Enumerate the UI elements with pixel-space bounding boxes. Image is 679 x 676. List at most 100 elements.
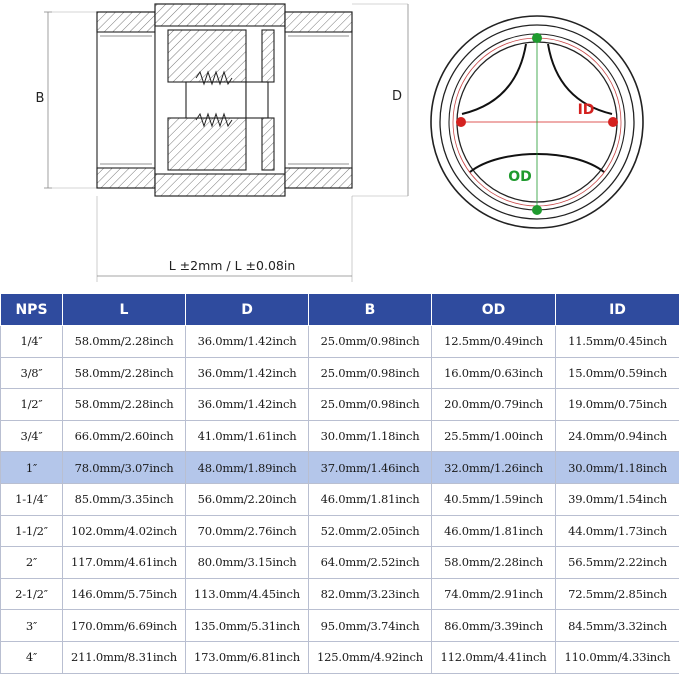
cell-od: 40.5mm/1.59inch — [431, 482, 556, 516]
cell-d: 135.0mm/5.31inch — [185, 609, 309, 642]
cell-od: 58.0mm/2.28inch — [431, 546, 556, 579]
cell-d: 173.0mm/6.81inch — [185, 640, 309, 674]
label-id: ID — [578, 102, 595, 118]
cell-d: 56.0mm/2.20inch — [185, 482, 309, 516]
cell-od: 32.0mm/1.26inch — [431, 451, 556, 484]
cell-id: 110.0mm/4.33inch — [555, 640, 679, 674]
label-od: OD — [508, 169, 532, 185]
cell-l: 58.0mm/2.28inch — [62, 388, 186, 421]
cell-l: 85.0mm/3.35inch — [62, 482, 186, 516]
id-marker-left — [456, 117, 466, 127]
cell-l: 78.0mm/3.07inch — [62, 451, 186, 484]
cell-id: 24.0mm/0.94inch — [555, 419, 679, 453]
cell-nps: 1-1/2″ — [0, 514, 63, 548]
header-nps: NPS — [0, 293, 63, 326]
cell-id: 30.0mm/1.18inch — [555, 451, 679, 484]
cell-d: 48.0mm/1.89inch — [185, 451, 309, 484]
cell-id: 72.5mm/2.85inch — [555, 577, 679, 611]
cell-d: 36.0mm/1.42inch — [185, 325, 309, 358]
cell-nps: 2″ — [0, 546, 63, 579]
cell-od: 86.0mm/3.39inch — [431, 609, 556, 642]
cell-b: 125.0mm/4.92inch — [308, 640, 432, 674]
cell-l: 58.0mm/2.28inch — [62, 325, 186, 358]
id-measure: ID — [456, 102, 618, 127]
cell-od: 112.0mm/4.41inch — [431, 640, 556, 674]
id-marker-right — [608, 117, 618, 127]
dimension-b: B — [36, 11, 52, 189]
cell-b: 37.0mm/1.46inch — [308, 451, 432, 484]
cell-b: 95.0mm/3.74inch — [308, 609, 432, 642]
dimension-l: L ±2mm / L ±0.08in — [96, 196, 353, 282]
header-od: OD — [431, 293, 556, 326]
cell-id: 44.0mm/1.73inch — [555, 514, 679, 548]
cell-l: 146.0mm/5.75inch — [62, 577, 186, 611]
cell-nps: 3/8″ — [0, 356, 63, 390]
table-header-row: NPS L D B OD ID — [0, 293, 679, 326]
cell-od: 74.0mm/2.91inch — [431, 577, 556, 611]
cell-id: 15.0mm/0.59inch — [555, 356, 679, 390]
cell-nps: 2-1/2″ — [0, 577, 63, 611]
cell-id: 19.0mm/0.75inch — [555, 388, 679, 421]
cell-l: 117.0mm/4.61inch — [62, 546, 186, 579]
label-length: L ±2mm / L ±0.08in — [169, 258, 296, 273]
cell-b: 30.0mm/1.18inch — [308, 419, 432, 453]
cell-od: 46.0mm/1.81inch — [431, 514, 556, 548]
cell-id: 11.5mm/0.45inch — [555, 325, 679, 358]
cell-b: 82.0mm/3.23inch — [308, 577, 432, 611]
end-view-rings — [430, 15, 644, 229]
cell-l: 170.0mm/6.69inch — [62, 609, 186, 642]
cell-id: 56.5mm/2.22inch — [555, 546, 679, 579]
cell-nps: 1/4″ — [0, 325, 63, 358]
od-marker-top — [532, 33, 542, 43]
cell-b: 52.0mm/2.05inch — [308, 514, 432, 548]
cell-d: 36.0mm/1.42inch — [185, 356, 309, 390]
cell-od: 12.5mm/0.49inch — [431, 325, 556, 358]
cell-id: 84.5mm/3.32inch — [555, 609, 679, 642]
label-b: B — [36, 91, 45, 106]
cross-section-view: B D — [36, 3, 409, 282]
cell-d: 70.0mm/2.76inch — [185, 514, 309, 548]
cell-nps: 1-1/4″ — [0, 482, 63, 516]
cell-l: 66.0mm/2.60inch — [62, 419, 186, 453]
valve-body — [96, 3, 353, 197]
technical-diagram: B D — [0, 0, 679, 290]
cell-l: 58.0mm/2.28inch — [62, 356, 186, 390]
header-b: B — [308, 293, 432, 326]
cell-b: 25.0mm/0.98inch — [308, 325, 432, 358]
cell-b: 64.0mm/2.52inch — [308, 546, 432, 579]
cell-od: 20.0mm/0.79inch — [431, 388, 556, 421]
cell-d: 41.0mm/1.61inch — [185, 419, 309, 453]
cell-d: 113.0mm/4.45inch — [185, 577, 309, 611]
cell-b: 25.0mm/0.98inch — [308, 356, 432, 390]
cell-nps: 1/2″ — [0, 388, 63, 421]
cell-od: 25.5mm/1.00inch — [431, 419, 556, 453]
header-d: D — [185, 293, 309, 326]
cell-nps: 1″ — [0, 451, 63, 484]
od-marker-bottom — [532, 205, 542, 215]
cell-id: 39.0mm/1.54inch — [555, 482, 679, 516]
cell-b: 46.0mm/1.81inch — [308, 482, 432, 516]
end-view-vanes — [461, 43, 613, 173]
cell-nps: 4″ — [0, 640, 63, 674]
label-d: D — [392, 89, 402, 104]
cell-nps: 3/4″ — [0, 419, 63, 453]
od-measure: OD — [508, 33, 542, 215]
cell-l: 211.0mm/8.31inch — [62, 640, 186, 674]
header-l: L — [62, 293, 186, 326]
cell-d: 80.0mm/3.15inch — [185, 546, 309, 579]
cell-b: 25.0mm/0.98inch — [308, 388, 432, 421]
cell-nps: 3″ — [0, 609, 63, 642]
